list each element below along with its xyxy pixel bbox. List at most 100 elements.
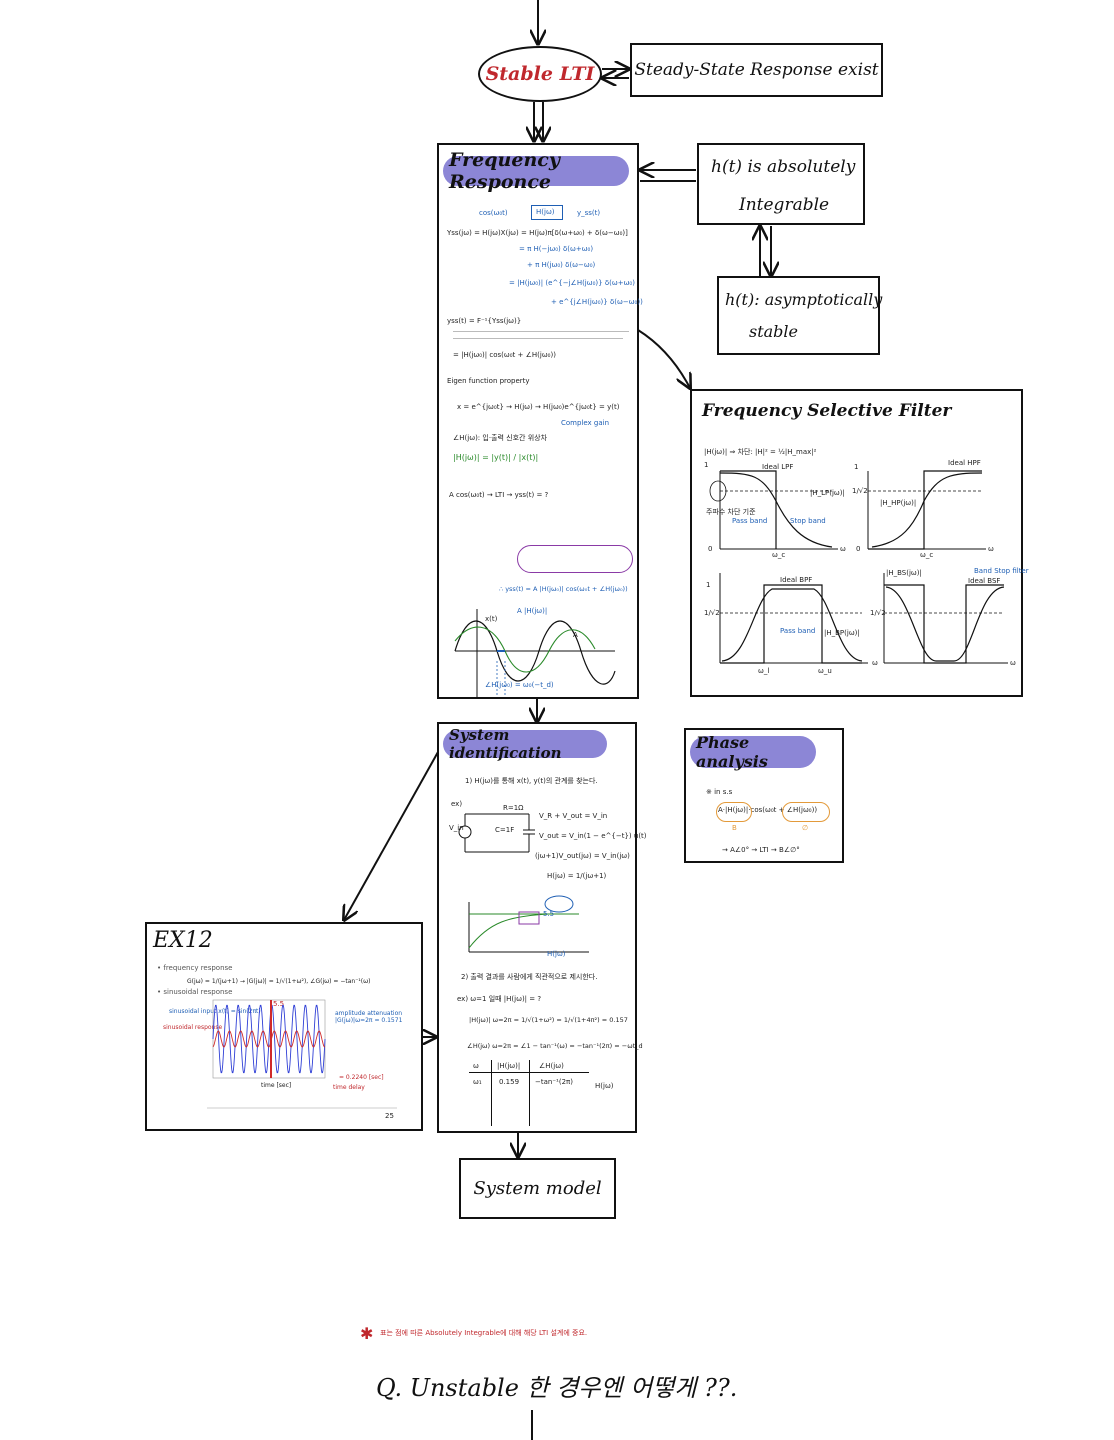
filter-panel: Frequency Selective Filter |H(jω)| ⇒ 차단:… xyxy=(690,389,1029,697)
lpf-one: 1 xyxy=(704,461,709,469)
system-identification-title-text: System identification xyxy=(449,726,562,762)
bsf-curve-label: |H_BS(jω)| xyxy=(886,569,922,577)
steady-state-label: Steady-State Response exist xyxy=(634,60,879,80)
fr-block-label: H(jω) xyxy=(536,208,555,216)
bpf-pass-band: Pass band xyxy=(780,627,816,635)
bottom-star-note: 표는 점에 따른 Absolutely Integrable에 대해 해당 LT… xyxy=(380,1329,588,1337)
system-model-node: System model xyxy=(459,1158,616,1219)
hpf-w: ω xyxy=(988,545,994,553)
sysid-th-w: ω xyxy=(473,1062,479,1070)
fr-yss2: = |H(jω₀)| cos(ω₀t + ∠H(jω₀)) xyxy=(453,351,556,359)
arrow-sysid-to-ex12 xyxy=(344,751,439,920)
fr-plot-amp: A xyxy=(573,631,578,639)
fr-eq2: = π H(−jω₀) δ(ω+ω₀) xyxy=(519,245,594,253)
arrow-freq-to-filter xyxy=(637,329,690,388)
bsf-half: 1/√2 xyxy=(870,609,886,617)
hpf-curve-label: |H_HP(jω)| xyxy=(880,499,917,507)
fr-scribble-1 xyxy=(453,331,629,332)
hpf-label: Ideal HPF xyxy=(948,459,981,467)
frequency-response-title-text: Frequency Responce xyxy=(449,149,560,193)
sysid-eq-f: ∠H(jω) ω=2π = ∠1 − tan⁻¹(ω) = −tan⁻¹(2π)… xyxy=(467,1042,643,1050)
filter-header-note: |H(jω)| ⇒ 차단: |H|² = ½|H_max|² xyxy=(704,448,817,456)
ex12-time: time [sec] xyxy=(261,1082,292,1089)
sysid-step1: 1) H(jω)를 통해 x(t), y(t)의 관계를 찾는다. xyxy=(465,777,598,785)
ex12-attenuation: amplitude attenuation |G(jω)|ω=2π = 0.15… xyxy=(335,1010,403,1024)
system-identification-title: System identification xyxy=(443,726,607,762)
bpf-label: Ideal BPF xyxy=(780,576,813,584)
bsf-label: Ideal BSF xyxy=(968,577,1001,585)
bottom-question: Q. Unstable 한 경우엔 어떻게 ??. xyxy=(376,1374,738,1402)
lpf-w: ω xyxy=(840,545,846,553)
lpf-label: Ideal LPF xyxy=(762,463,794,471)
fr-eq3: + π H(jω₀) δ(ω−ω₀) xyxy=(527,261,596,269)
bpf-wl: ω_l xyxy=(758,667,770,675)
ex12-page: 25 xyxy=(385,1112,394,1120)
phase-ang-circle xyxy=(782,802,830,822)
fr-ac-in: A cos(ω₀t) → LTI → yss(t) = ? xyxy=(449,491,549,499)
stable-lti-label: Stable LTI xyxy=(485,63,595,85)
filter-plots xyxy=(709,470,1008,664)
phase-analysis-title: Phase analysis xyxy=(690,733,816,771)
sysid-ex: ex) xyxy=(451,800,463,808)
phase-line1: ※ in s.s xyxy=(706,788,733,796)
abs-integrable-line2: Integrable xyxy=(739,195,830,215)
phase-analysis-title-text: Phase analysis xyxy=(696,733,768,771)
bsf-w: ω xyxy=(1010,659,1016,667)
ex12-plot xyxy=(207,999,397,1109)
frequency-response-panel: Frequency Responce cos(ω₀t) H(jω) y_ss(t… xyxy=(437,143,643,699)
hpf-one: 1 xyxy=(854,463,859,471)
sysid-ex2: ex) ω=1 일때 |H(jω)| = ? xyxy=(457,995,542,1003)
asymp-line2: stable xyxy=(749,322,799,341)
sysid-row1-w: ω₁ xyxy=(473,1078,482,1086)
sysid-eq-a: V_R + V_out = V_in xyxy=(539,812,608,820)
sysid-table-hjw: H(jω) xyxy=(595,1082,614,1090)
sysid-step2: 2) 출력 결과를 사람에게 직관적으로 제시한다. xyxy=(461,973,598,981)
asymptotically-stable-node: h(t): asymptotically stable xyxy=(717,276,882,355)
bpf-wu: ω_u xyxy=(818,667,832,675)
fr-plot-x: x(t) xyxy=(485,615,498,623)
fr-block: H(jω) xyxy=(531,205,563,220)
bpf-w: ω xyxy=(872,659,878,667)
fr-eigen-title: Eigen function property xyxy=(447,377,530,385)
lpf-zero: 0 xyxy=(708,545,713,553)
sysid-c: C=1F xyxy=(495,826,515,834)
sysid-hjw: H(jω) xyxy=(547,950,566,958)
sysid-vin: V_in xyxy=(449,824,464,832)
phase-phi: ∅ xyxy=(802,824,809,832)
sysid-eq-e: |H(jω)| ω=2π = 1/√(1+ω²) = 1/√(1+4π²) = … xyxy=(469,1016,628,1024)
fr-circled-expr xyxy=(517,545,633,573)
hpf-half: 1/√2 xyxy=(852,487,868,495)
system-identification-panel: System identification 1) H(jω)를 통해 x(t),… xyxy=(437,722,647,1133)
ex12-b1-eq: G(jω) = 1/(jω+1) → |G(jω)| = 1/√(1+ω²), … xyxy=(187,978,371,985)
fr-complex-gain: Complex gain xyxy=(561,419,610,427)
sysid-eq-c: (jω+1)V_out(jω) = V_in(jω) xyxy=(535,852,630,860)
phase-line2: A·|H(jω)|·cos(ω₀t + ∠H(jω₀)) xyxy=(718,806,818,814)
abs-integrable-node: h(t) is absolutely Integrable xyxy=(697,143,865,225)
bpf-one: 1 xyxy=(706,581,711,589)
fr-eq4: = |H(jω₀)| (e^{−j∠H(jω₀)} δ(ω+ω₀) xyxy=(509,279,635,287)
hpf-zero: 0 xyxy=(856,545,861,553)
ex12-b2: • sinusoidal response xyxy=(157,988,233,996)
rc-circuit xyxy=(458,813,535,853)
filter-title: Frequency Selective Filter xyxy=(702,401,952,421)
system-model-label: System model xyxy=(473,1178,602,1199)
lpf-pass-band: Pass band xyxy=(732,517,768,525)
hpf-wc: ω_c xyxy=(920,551,934,559)
phase-line5: → A∠0° → LTI → B∠∅° xyxy=(722,846,800,854)
fr-plot-a: A |H(jω)| xyxy=(517,607,548,615)
phase-mag-circle xyxy=(716,802,752,822)
fr-sinusoid-plot xyxy=(454,609,616,697)
fr-block-input: cos(ω₀t) xyxy=(479,209,508,217)
stable-lti-node: Stable LTI xyxy=(478,46,602,102)
sysid-row1-ph: −tan⁻¹(2π) xyxy=(535,1078,573,1086)
steady-state-node: Steady-State Response exist xyxy=(630,43,883,97)
sysid-eq-d: H(jω) = 1/(jω+1) xyxy=(547,872,607,880)
bpf-curve-label: |H_BP(jω)| xyxy=(824,629,860,637)
sysid-th-mag: |H(jω)| xyxy=(497,1062,521,1070)
ex12-time-delay: time delay xyxy=(333,1084,365,1091)
ex12-b1: • frequency response xyxy=(157,964,233,972)
phase-b: B xyxy=(732,824,737,832)
sysid-row1-mag: 0.159 xyxy=(499,1078,520,1086)
